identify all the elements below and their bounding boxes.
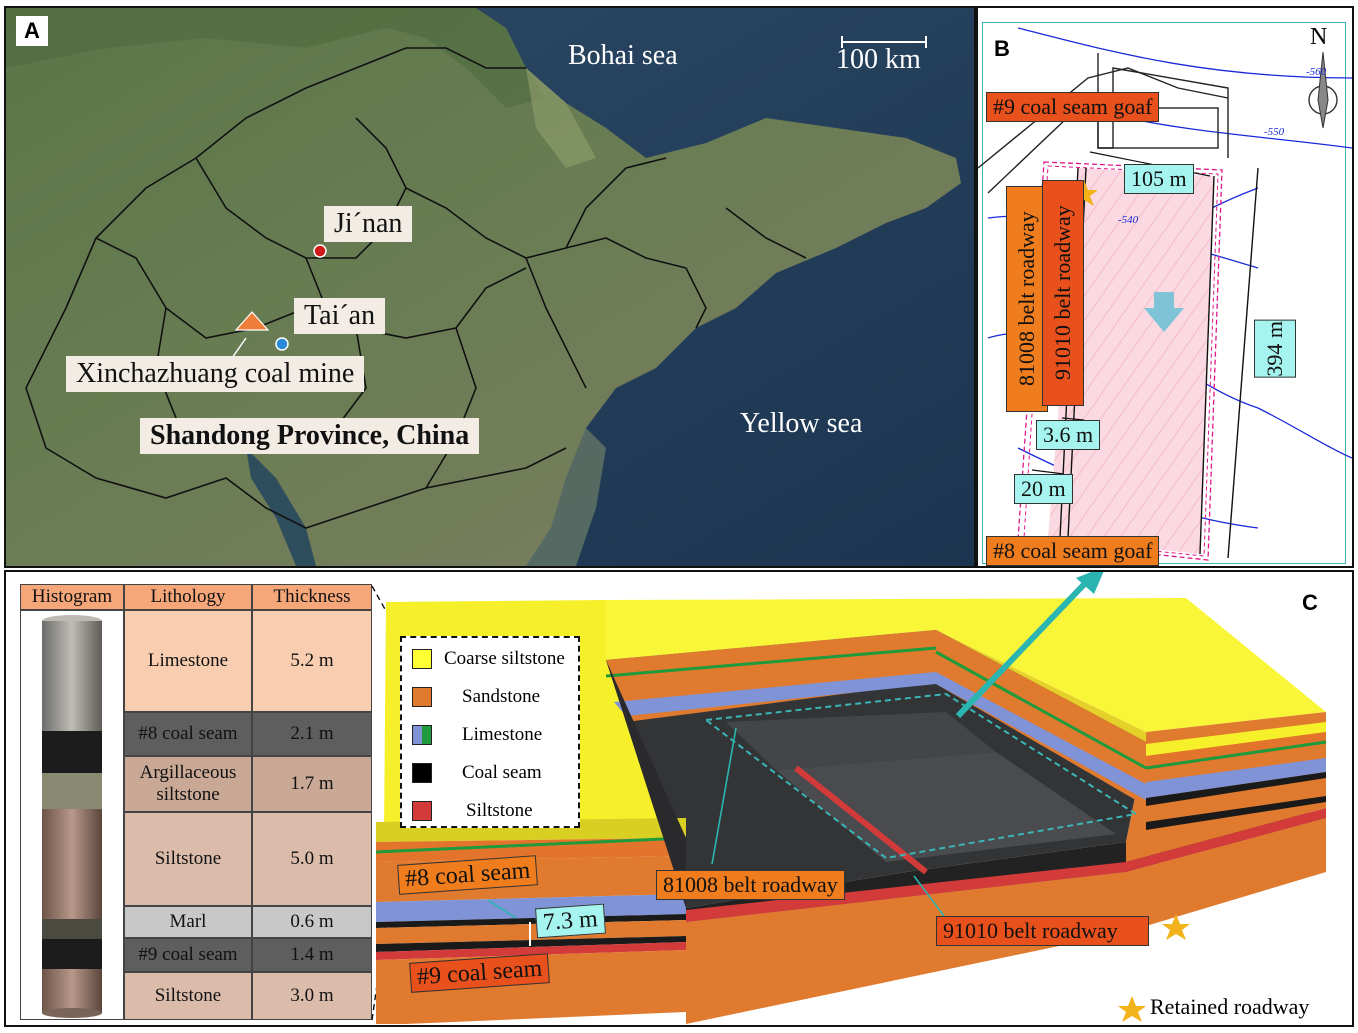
geology-block-3d (371, 572, 1327, 1024)
row-coal9-lith: #9 coal seam (124, 938, 252, 972)
header-lithology: Lithology (124, 584, 252, 610)
row-limestone-thick: 5.2 m (252, 610, 372, 712)
legend-swatch-siltstone (412, 801, 432, 821)
contour-560: -560 (1306, 66, 1327, 78)
taian-label: Tai´an (294, 298, 386, 334)
panel-a-label: A (16, 16, 48, 46)
legend: Coarse siltstone Sandstone Limestone Coa… (400, 636, 580, 828)
row-argillaceous-lith: Argillaceous siltstone (124, 756, 252, 812)
header-histogram: Histogram (20, 584, 124, 610)
roadway-81008-label: 81008 belt roadway (656, 870, 845, 900)
yellow-sea-label: Yellow sea (740, 408, 863, 439)
spacing-dimension: 7.3 m (535, 903, 606, 939)
legend-swatch-sandstone (412, 687, 432, 707)
legend-label-limestone: Limestone (462, 724, 543, 745)
row-argillaceous-thick: 1.7 m (252, 756, 372, 812)
legend-label-coarse: Coarse siltstone (444, 648, 565, 669)
row-siltstone1-thick: 5.0 m (252, 812, 372, 906)
panel-b-plan: B N #9 coal seam goaf #8 coal seam goaf … (976, 6, 1354, 568)
contour-540: -540 (1118, 214, 1139, 226)
roadway-91010-label: 91010 belt roadway (936, 916, 1149, 946)
legend-label-siltstone: Siltstone (466, 800, 533, 821)
row-coal8-thick: 2.1 m (252, 712, 372, 756)
bohai-sea-label: Bohai sea (568, 40, 678, 71)
goaf-8-tag: #8 coal seam goaf (986, 536, 1160, 566)
legend-swatch-coal (412, 763, 432, 783)
scale-bar (841, 36, 927, 48)
row-coal8-lith: #8 coal seam (124, 712, 252, 756)
legend-limestone: Limestone (412, 724, 542, 746)
region-label: Shandong Province, China (140, 418, 480, 454)
legend-swatch-limestone (412, 725, 432, 745)
row-siltstone2-thick: 3.0 m (252, 972, 372, 1020)
width-dimension: 105 m (1124, 164, 1194, 194)
panel-c-label: C (1302, 590, 1318, 615)
offset-dimension: 20 m (1014, 474, 1073, 504)
goaf-9-tag: #9 coal seam goaf (986, 92, 1160, 122)
mine-marker (234, 311, 270, 331)
north-label: N (1310, 24, 1328, 50)
legend-siltstone: Siltstone (412, 800, 533, 822)
row-marl-lith: Marl (124, 906, 252, 938)
header-thickness: Thickness (252, 584, 372, 610)
jinan-marker (313, 244, 327, 258)
scale-label: 100 km (836, 44, 921, 75)
legend-coal-seam: Coal seam (412, 762, 542, 784)
core-column (20, 610, 124, 1020)
roadway-91010-tag: 91010 belt roadway (1042, 180, 1084, 406)
satellite-map (6, 8, 974, 566)
panel-c-geology: Histogram Lithology Thickness (4, 570, 1354, 1027)
legend-label-coal: Coal seam (462, 762, 542, 783)
jinan-label: Ji´nan (324, 206, 413, 242)
legend-label-sandstone: Sandstone (462, 686, 541, 707)
legend-sandstone: Sandstone (412, 686, 540, 708)
stratigraphic-table: Histogram Lithology Thickness (20, 584, 372, 1020)
row-coal9-thick: 1.4 m (252, 938, 372, 972)
row-marl-thick: 0.6 m (252, 906, 372, 938)
legend-coarse-siltstone: Coarse siltstone (412, 648, 565, 670)
mine-pointer (231, 337, 247, 359)
north-arrow-icon (1308, 51, 1338, 129)
row-siltstone2-lith: Siltstone (124, 972, 252, 1020)
contour-550: -550 (1264, 126, 1285, 138)
pillar-dimension: 3.6 m (1036, 420, 1101, 450)
row-limestone-lith: Limestone (124, 610, 252, 712)
retained-roadway-icon (1118, 996, 1146, 1022)
retained-roadway-legend: Retained roadway (1150, 994, 1310, 1019)
legend-swatch-coarse (412, 649, 432, 669)
mine-label: Xinchazhuang coal mine (66, 356, 365, 392)
panel-a-map: A 100 km Bohai sea Yellow sea Ji´nan Tai… (4, 6, 976, 568)
row-siltstone1-lith: Siltstone (124, 812, 252, 906)
length-dimension: 394 m (1254, 320, 1296, 378)
panel-b-label: B (986, 34, 1018, 64)
taian-marker (275, 337, 289, 351)
